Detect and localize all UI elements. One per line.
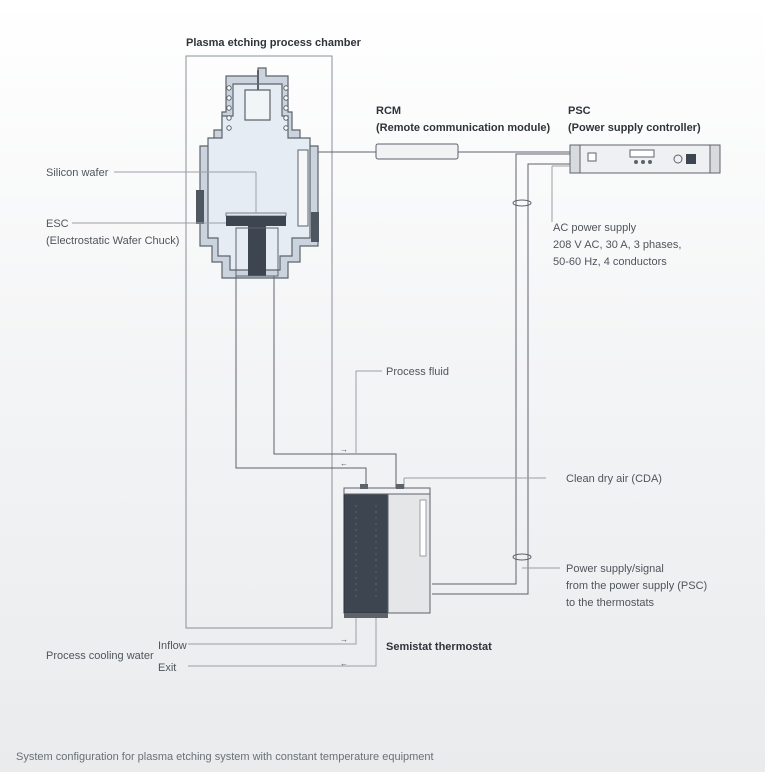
esc-pedestal bbox=[235, 227, 279, 277]
semistat-thermostat bbox=[343, 484, 431, 618]
process-chamber-frame bbox=[185, 55, 333, 629]
esc-label: ESC bbox=[46, 218, 69, 230]
process-fluid-label: Process fluid bbox=[386, 366, 449, 378]
thermostat-label: Semistat thermostat bbox=[386, 641, 492, 653]
psc-knob-3 bbox=[648, 160, 652, 164]
psc-dial bbox=[673, 154, 683, 164]
psc-ear-right bbox=[709, 144, 721, 174]
power-signal-line3: to the thermostats bbox=[566, 597, 655, 609]
psc-connector bbox=[686, 154, 696, 164]
flow-arrow-2: ← bbox=[340, 459, 348, 468]
silicon-wafer-label: Silicon wafer bbox=[46, 167, 109, 179]
psc-switch bbox=[587, 152, 597, 162]
cable-clamp-top bbox=[512, 199, 532, 207]
ac-power-line1: AC power supply bbox=[553, 222, 637, 234]
psc-sub: (Power supply controller) bbox=[568, 122, 701, 134]
flow-arrow-1: → bbox=[340, 445, 348, 454]
psc-title: PSC bbox=[568, 105, 591, 117]
exit-arrow: ← bbox=[340, 659, 348, 668]
silicon-wafer bbox=[225, 212, 287, 217]
diagram-caption: System configuration for plasma etching … bbox=[16, 751, 434, 763]
ac-power-line3: 50-60 Hz, 4 conductors bbox=[553, 256, 667, 268]
exit-label: Exit bbox=[158, 662, 176, 674]
power-signal-cable bbox=[432, 153, 570, 595]
coil-markers bbox=[226, 85, 289, 131]
process-fluid-leader bbox=[355, 370, 382, 454]
chamber-title: Plasma etching process chamber bbox=[186, 37, 362, 49]
chamber-window bbox=[297, 149, 309, 227]
rcm-title: RCM bbox=[376, 105, 401, 117]
power-signal-line1: Power supply/signal bbox=[566, 563, 664, 575]
process-fluid-lines bbox=[235, 276, 397, 490]
inflow-label: Inflow bbox=[158, 640, 187, 652]
rcm-module bbox=[375, 143, 459, 160]
cooling-water-lines bbox=[188, 618, 377, 667]
chamber-port-right bbox=[311, 212, 319, 242]
psc-display bbox=[629, 149, 655, 158]
rcm-sub: (Remote communication module) bbox=[376, 122, 551, 134]
ac-power-line2: 208 V AC, 30 A, 3 phases, bbox=[553, 239, 681, 251]
esc-stem bbox=[248, 226, 266, 276]
psc-ear-left bbox=[569, 144, 581, 174]
process-cooling-water-label: Process cooling water bbox=[46, 650, 154, 662]
cable-clamp-bottom bbox=[512, 553, 532, 561]
psc-knob-1 bbox=[634, 160, 638, 164]
power-signal-line2: from the power supply (PSC) bbox=[566, 580, 707, 592]
esc-sub-label: (Electrostatic Wafer Chuck) bbox=[46, 235, 179, 247]
esc-chuck bbox=[226, 216, 286, 226]
inflow-arrow: → bbox=[340, 635, 348, 644]
cda-label: Clean dry air (CDA) bbox=[566, 473, 662, 485]
psc-knob-2 bbox=[641, 160, 645, 164]
chamber-port-left bbox=[196, 190, 204, 224]
